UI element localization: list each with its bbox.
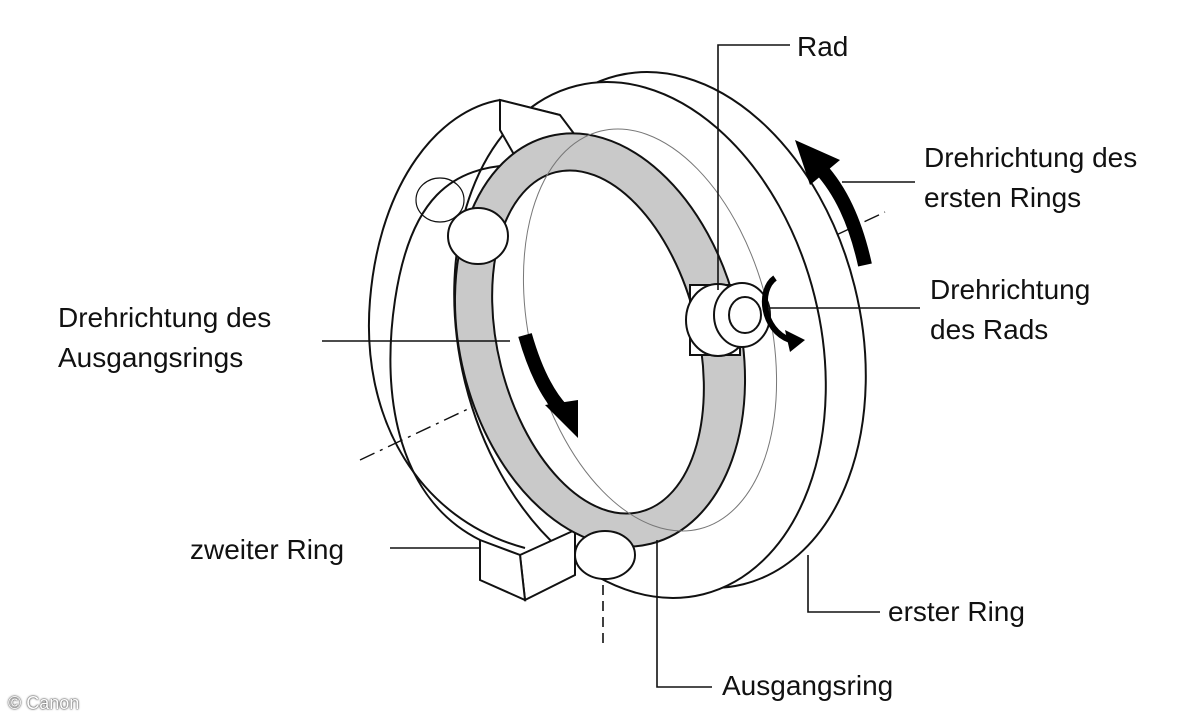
label-rad: Rad (797, 31, 849, 62)
first-ring-rotation-arrow-icon (795, 140, 872, 267)
rollers (415, 177, 636, 580)
label-ausgangsring: Ausgangsring (722, 670, 894, 701)
label-drehrichtung-erster-ring-line1: Drehrichtung des (924, 142, 1138, 173)
label-erster-ring: erster Ring (888, 596, 1025, 627)
output-ring-rotation-arrow-icon (518, 333, 578, 438)
wheel-rotation-arrow-icon (761, 275, 805, 352)
label-zweiter-ring: zweiter Ring (190, 534, 345, 565)
label-drehrichtung-rad-line1: Drehrichtung (930, 274, 1091, 305)
wheel (685, 282, 771, 357)
leader-lines (322, 44, 920, 688)
copyright-credit: © Canon (8, 693, 80, 713)
output-ring (453, 128, 778, 548)
label-drehrichtung-ausgangsring-line2: Ausgangsrings (58, 342, 244, 373)
label-drehrichtung-rad-line2: des Rads (930, 314, 1049, 345)
label-drehrichtung-erster-ring-line2: ersten Rings (924, 182, 1082, 213)
label-drehrichtung-ausgangsring-line1: Drehrichtung des (58, 302, 272, 333)
